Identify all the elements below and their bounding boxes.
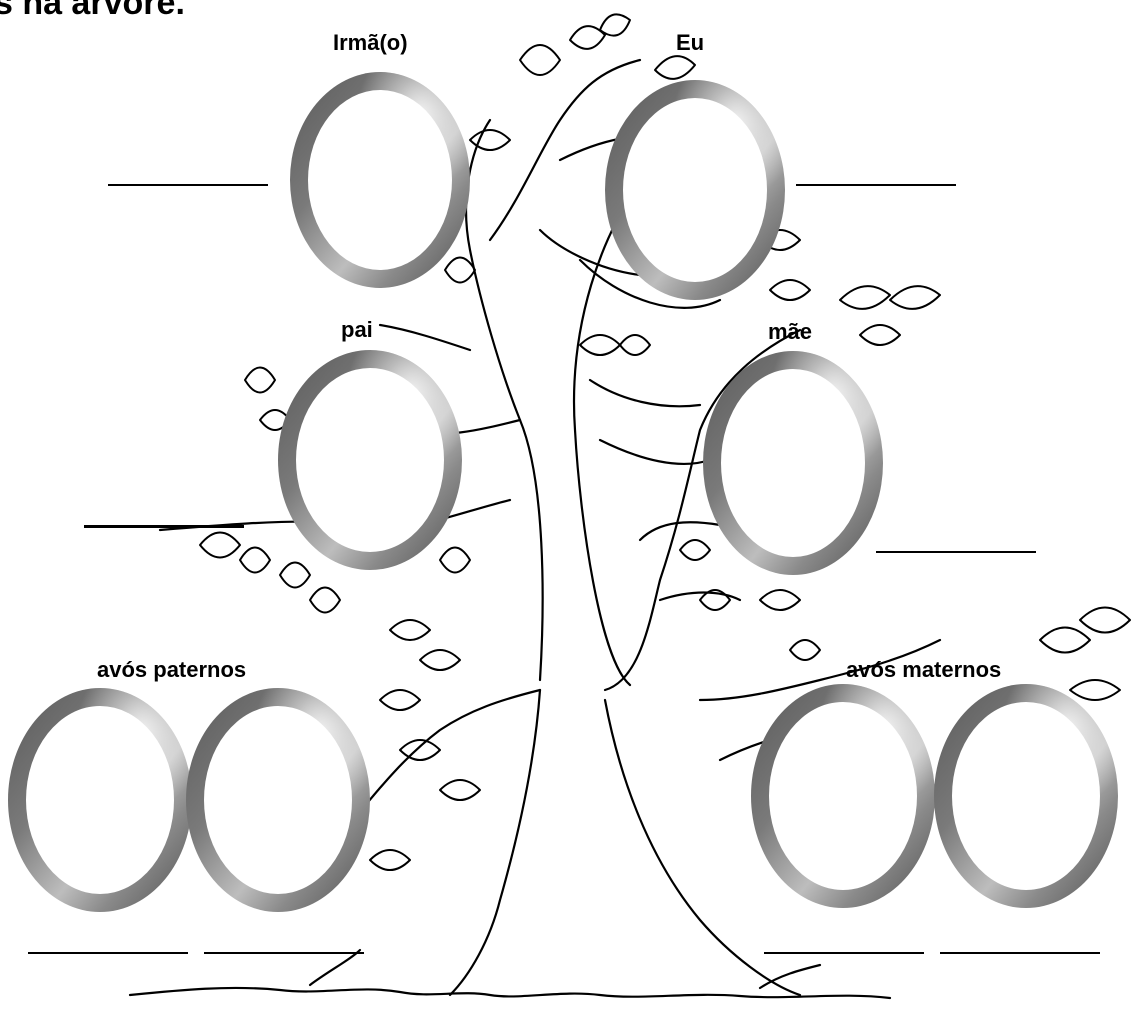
- label-paternal-grandparents: avós paternos: [97, 657, 246, 683]
- frame-me: [605, 80, 785, 300]
- portrait-frames: [8, 72, 1118, 912]
- name-line-maternal-grandparent-1[interactable]: [764, 952, 924, 954]
- frame-mother: [703, 351, 883, 575]
- label-me: Eu: [676, 30, 704, 56]
- frame-maternal-grandparent-2: [934, 684, 1118, 908]
- name-line-mother[interactable]: [876, 551, 1036, 553]
- name-line-sibling[interactable]: [108, 184, 268, 186]
- name-line-father[interactable]: [84, 525, 244, 528]
- name-line-me[interactable]: [796, 184, 956, 186]
- frame-father: [278, 350, 462, 570]
- name-line-paternal-grandparent-1[interactable]: [28, 952, 188, 954]
- name-line-maternal-grandparent-2[interactable]: [940, 952, 1100, 954]
- frame-paternal-grandparent-1: [8, 688, 192, 912]
- label-father: pai: [341, 317, 373, 343]
- name-line-paternal-grandparent-2[interactable]: [204, 952, 364, 954]
- label-maternal-grandparents: avós maternos: [846, 657, 1001, 683]
- frame-sibling: [290, 72, 470, 288]
- worksheet-heading: s na árvore.: [0, 0, 185, 23]
- frame-maternal-grandparent-1: [751, 684, 935, 908]
- label-mother: mãe: [768, 319, 812, 345]
- label-sibling: Irmã(o): [333, 30, 408, 56]
- frame-paternal-grandparent-2: [186, 688, 370, 912]
